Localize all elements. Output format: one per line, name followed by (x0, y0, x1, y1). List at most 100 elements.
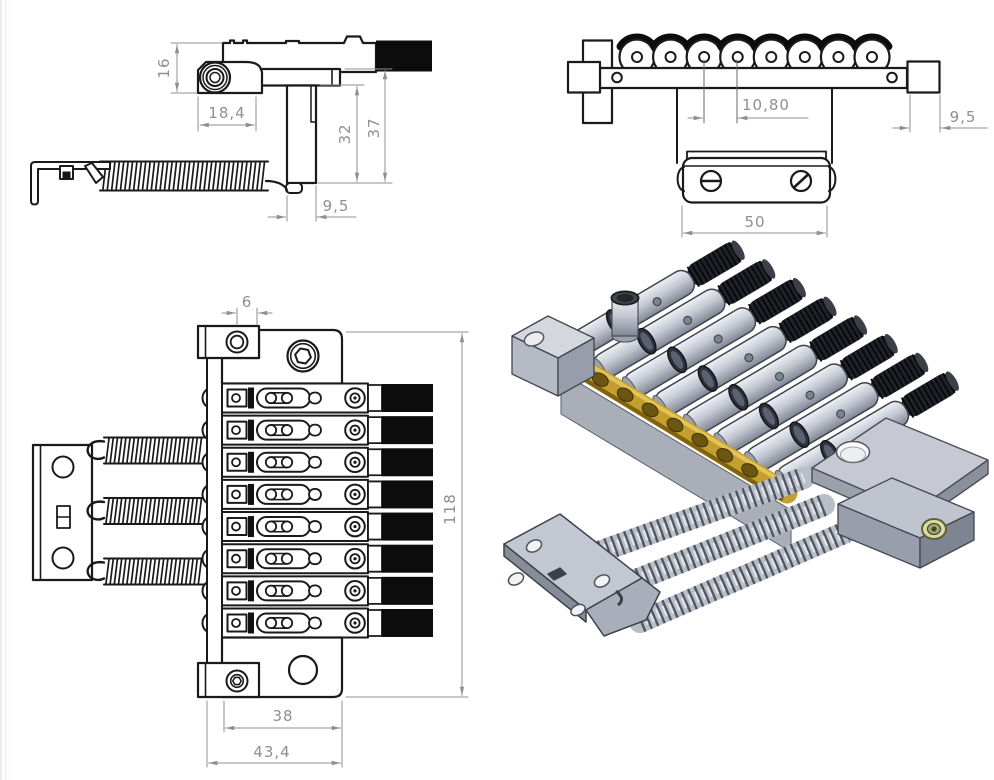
spring-hook-front-left (676, 166, 685, 192)
iso-string-ramp (616, 387, 634, 403)
dim-saddle-length: 18,4 (208, 104, 245, 122)
sustain-block-front (681, 156, 832, 204)
side-dimensions (170, 42, 393, 222)
iso-claw-hole-4 (570, 603, 586, 617)
tremolo-spring (86, 497, 206, 525)
claw-hole-top (51, 455, 75, 479)
string-lock-bar (248, 516, 254, 538)
dim-block-outer: 37 (365, 117, 383, 138)
iso-left-block (511, 315, 595, 397)
dim-mount-span: 38 (272, 707, 293, 725)
saddle-row (221, 543, 433, 575)
dim-total-width: 43,4 (253, 743, 290, 761)
side-view: 16 18,4 32 37 9,5 (30, 35, 432, 222)
fine-tuner-knob-top (382, 512, 433, 541)
iso-string-ramp (716, 447, 734, 463)
iso-brass-shadow (557, 362, 784, 502)
iso-saddle (652, 296, 837, 419)
saddle-rows (221, 382, 433, 639)
saddle-row (221, 414, 433, 446)
saddle-row (221, 382, 433, 414)
fine-tuner-knob-top (382, 544, 433, 573)
string-roller (747, 33, 795, 81)
claw-screw-slot (62, 171, 71, 179)
string-roller (714, 33, 762, 81)
page-edge-artifact (0, 0, 10, 780)
saddle-row (221, 478, 433, 510)
fine-tuner-knob-top (382, 480, 433, 509)
dim-block-width: 9,5 (323, 197, 350, 215)
string-lock-bar (248, 483, 254, 505)
iso-spring (629, 521, 857, 633)
iso-string-ramp (666, 417, 684, 433)
dim-total-length: 118 (441, 493, 459, 525)
saddle-row (221, 607, 433, 639)
iso-string-ramp (691, 432, 709, 448)
string-lock-bar (248, 451, 254, 473)
dim-saddle-height: 16 (155, 57, 173, 78)
iso-view (503, 240, 989, 637)
fine-tuner-knob-top (382, 384, 433, 412)
iso-claw-hole-2 (507, 572, 525, 586)
fine-tuner-knob-top (382, 608, 433, 637)
bar-hole-left (611, 71, 623, 84)
top-dimensions (206, 307, 469, 768)
string-lock-bar (248, 419, 254, 441)
plate-left-wall-fill (207, 358, 222, 663)
iso-spring-claw (503, 513, 661, 637)
claw-hole-bottom (51, 546, 75, 570)
iso-brass-highlight (565, 349, 792, 489)
iso-spring (563, 467, 815, 572)
iso-spring-curl (615, 589, 623, 607)
block-foot-side (285, 182, 303, 194)
dim-block-inner: 32 (336, 123, 354, 144)
dim-string-pitch: 10,80 (742, 96, 790, 114)
string-rollers-front (613, 33, 896, 81)
saddle-row (221, 575, 433, 607)
iso-string-ramp (741, 463, 759, 478)
iso-claw-slot (547, 567, 567, 581)
spring-claw-side (30, 161, 111, 206)
fine-tuner-knob-top (382, 416, 433, 445)
saddle-row (221, 446, 433, 478)
fine-tuner-knob-side (376, 40, 432, 72)
spring-hook-left-side (84, 162, 104, 184)
string-roller (814, 33, 862, 81)
string-roller (613, 33, 661, 81)
top-view: 6 118 38 43,4 (31, 293, 469, 768)
spring-claw-top (31, 443, 94, 582)
dim-block-length: 50 (744, 213, 765, 231)
iso-right-block (837, 477, 975, 569)
string-lock-bar (248, 612, 254, 634)
string-lock-bar (248, 387, 254, 409)
string-lock-bar (248, 548, 254, 570)
tremolo-spring-side (99, 160, 269, 192)
right-block-front (906, 60, 941, 94)
lug-hole-top (225, 330, 249, 354)
iso-post-knob (610, 290, 640, 343)
height-adjust-screw (286, 339, 320, 373)
iso-string-ramp (641, 402, 659, 418)
lug-screw-bottom (225, 669, 249, 693)
iso-saddle (621, 277, 806, 400)
iso-tremolo-springs (563, 467, 857, 633)
arm-hole-top (287, 654, 319, 686)
mount-lug-bottom (196, 661, 261, 699)
dim-hole-offset: 6 (242, 293, 253, 311)
spring-hook-front-right (828, 166, 837, 192)
fine-tuner-knob-top (382, 576, 433, 605)
bar-hole-right (886, 71, 898, 84)
block-step-line (310, 84, 317, 123)
iso-claw-hole-1 (525, 539, 543, 553)
front-dimensions (681, 59, 988, 238)
spring-hook-right-side (264, 179, 289, 192)
string-lock-bar (248, 580, 254, 602)
left-block-front (566, 60, 602, 94)
tremolo-spring (86, 557, 206, 586)
iso-claw-hole-3 (593, 574, 611, 588)
dim-end-block: 9,5 (950, 108, 977, 126)
saddle-row (221, 511, 433, 543)
tremolo-arm-socket-side (255, 67, 342, 87)
